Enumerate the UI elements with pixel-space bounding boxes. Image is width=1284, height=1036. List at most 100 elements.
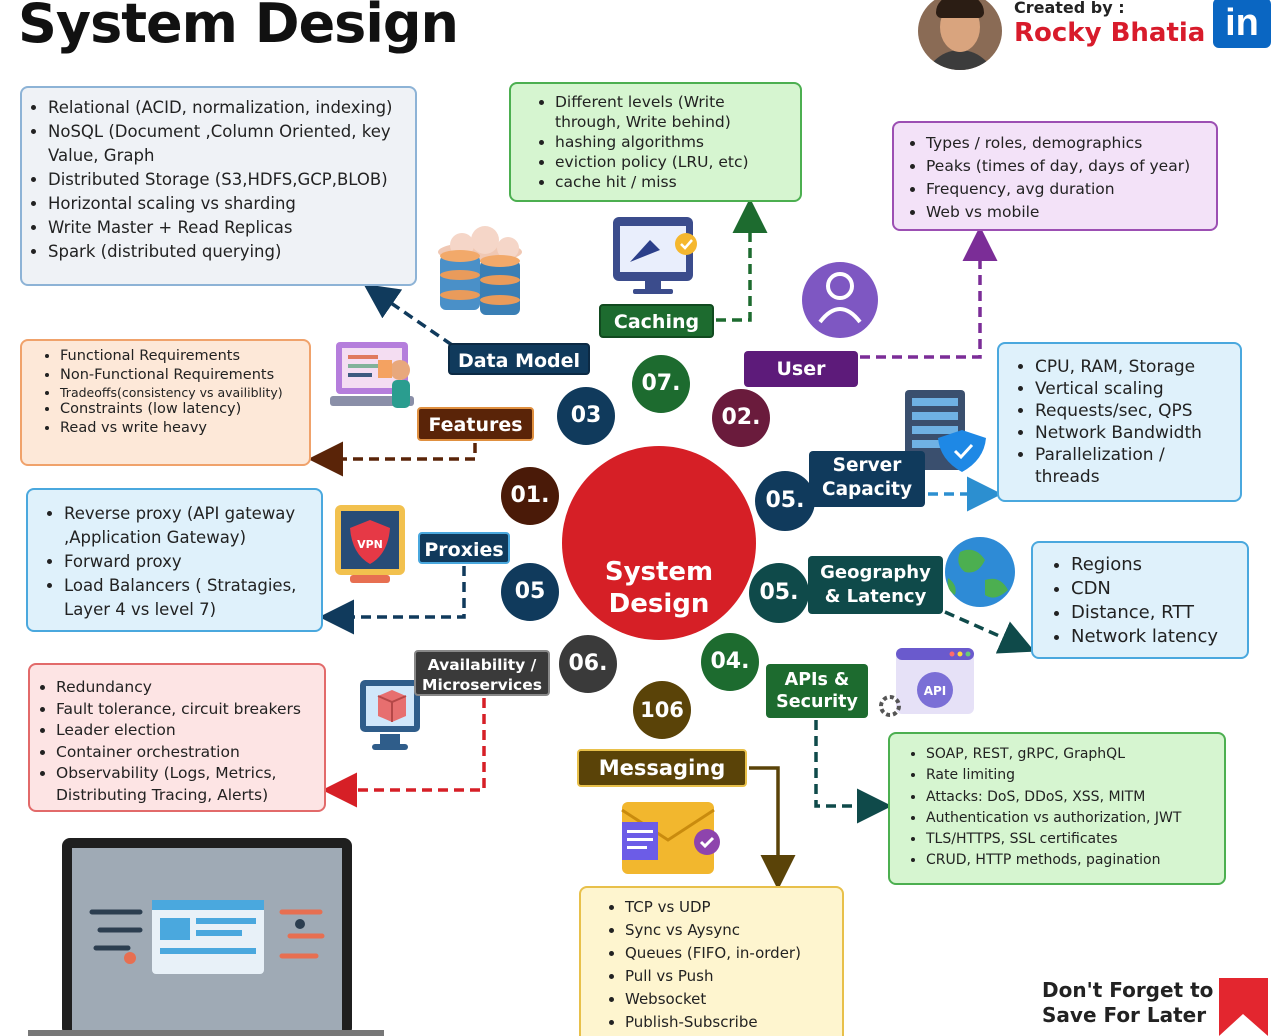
label-server-capacity: Server Capacity	[809, 451, 925, 507]
list-item: Types / roles, demographics	[926, 132, 1210, 155]
list-item: CPU, RAM, Storage	[1035, 356, 1234, 378]
list-item: Fault tolerance, circuit breakers	[56, 699, 318, 721]
list-item: Frequency, avg duration	[926, 178, 1210, 201]
list-item: Redundancy	[56, 677, 318, 699]
monitor-checklist-icon	[613, 217, 697, 294]
badge-02: 02.	[712, 389, 770, 447]
list-item: Horizontal scaling vs sharding	[48, 192, 407, 216]
list-item: Forward proxy	[64, 550, 315, 574]
list-item: Functional Requirements	[60, 347, 303, 366]
badge-05-geography: 05.	[749, 563, 809, 623]
list-item: cache hit / miss	[555, 172, 794, 192]
save-note-line2: Save For Later	[1042, 1003, 1207, 1027]
list-item: Peaks (times of day, days of year)	[926, 155, 1210, 178]
badge-05-server: 05.	[755, 471, 815, 531]
globe-icon	[945, 537, 1015, 607]
badge-106: 106	[633, 681, 691, 739]
label-geography-latency: Geography & Latency	[808, 556, 943, 614]
user-avatar-icon	[802, 262, 878, 338]
list-item: SOAP, REST, gRPC, GraphQL	[926, 744, 1218, 765]
label-user: User	[744, 351, 858, 387]
arrow-geography	[944, 610, 1035, 654]
list-item: Network Bandwidth	[1035, 422, 1234, 444]
list-item: Container orchestration	[56, 742, 318, 764]
list-item: NoSQL (Document ,Column Oriented, key Va…	[48, 120, 407, 168]
laptop-illustration-icon	[28, 838, 384, 1036]
list-item: Pull vs Push	[625, 965, 836, 988]
arrow-caching	[716, 198, 768, 322]
label-availability-microservices: Availability / Microservices	[414, 650, 550, 696]
arrow-messaging	[749, 766, 796, 890]
database-stack-icon	[438, 226, 522, 315]
list-item: Load Balancers ( Stratagies, Layer 4 vs …	[64, 574, 315, 622]
geography-details: Regions CDN Distance, RTT Network latenc…	[1031, 541, 1249, 659]
list-item: eviction policy (LRU, etc)	[555, 152, 794, 172]
svg-text:API: API	[924, 684, 947, 698]
user-details: Types / roles, demographics Peaks (times…	[892, 121, 1218, 231]
list-item: Constraints (low latency)	[60, 400, 303, 419]
label-messaging: Messaging	[577, 749, 747, 787]
svg-text:VPN: VPN	[357, 538, 383, 551]
list-item: Read vs write heavy	[60, 419, 303, 438]
arrow-proxies	[319, 566, 466, 635]
api-gear-icon: API	[879, 648, 974, 717]
list-item: Regions	[1071, 553, 1241, 577]
label-caching: Caching	[599, 304, 714, 338]
list-item: Attacks: DoS, DDoS, XSS, MITM	[926, 787, 1218, 808]
linkedin-icon[interactable]: in	[1213, 0, 1271, 48]
caching-details: Different levels (Write through, Write b…	[509, 82, 802, 202]
author-avatar	[918, 0, 1002, 70]
list-item: Web vs mobile	[926, 201, 1210, 224]
list-item: Authentication vs authorization, JWT	[926, 808, 1218, 829]
messaging-details: TCP vs UDP Sync vs Aysync Queues (FIFO, …	[579, 886, 844, 1036]
developer-workspace-icon	[330, 342, 414, 408]
save-note-line1: Don't Forget to	[1042, 978, 1214, 1002]
list-item: Publish-Subscribe	[625, 1011, 836, 1034]
apis-security-details: SOAP, REST, gRPC, GraphQL Rate limiting …	[888, 732, 1226, 885]
list-item: Non-Functional Requirements	[60, 366, 303, 385]
list-item: Relational (ACID, normalization, indexin…	[48, 96, 407, 120]
label-apis-line2: Security	[776, 692, 858, 712]
features-details: Functional Requirements Non-Functional R…	[20, 339, 311, 466]
badge-06: 06.	[559, 635, 617, 693]
badge-01: 01.	[501, 467, 559, 525]
label-geography-line1: Geography	[820, 562, 931, 583]
system-design-hub	[562, 446, 756, 640]
list-item: CRUD, HTTP methods, pagination	[926, 850, 1218, 871]
list-item: Write Master + Read Replicas	[48, 216, 407, 240]
label-apis-line1: APIs &	[784, 670, 850, 690]
arrow-user	[860, 226, 998, 359]
list-item: Queues (FIFO, in-order)	[625, 942, 836, 965]
list-item: Observability (Logs, Metrics, Distributi…	[56, 763, 318, 806]
list-item: CDN	[1071, 577, 1241, 601]
server-capacity-details: CPU, RAM, Storage Vertical scaling Reque…	[997, 342, 1242, 502]
list-item: Parallelization / threads	[1035, 444, 1234, 488]
hub-label: System Design	[562, 556, 756, 620]
label-data-model: Data Model	[448, 343, 590, 375]
availability-details: Redundancy Fault tolerance, circuit brea…	[28, 663, 326, 812]
hub-label-line2: Design	[608, 589, 710, 619]
badge-05-proxies: 05	[501, 563, 559, 621]
save-for-later-note: Don't Forget to Save For Later	[1042, 978, 1213, 1028]
page-title: System Design	[18, 0, 459, 55]
proxies-details: Reverse proxy (API gateway ,Application …	[26, 488, 323, 632]
list-item: hashing algorithms	[555, 132, 794, 152]
label-availability-line1: Availability /	[427, 656, 537, 674]
label-proxies: Proxies	[418, 532, 510, 564]
server-rack-shield-icon	[905, 390, 986, 472]
label-apis-security: APIs & Security	[766, 664, 868, 718]
list-item: Tradeoffs(consistency vs availiblity)	[60, 385, 303, 400]
badge-03: 03	[557, 387, 615, 445]
list-item: Websocket	[625, 988, 836, 1011]
created-by-label: Created by :	[1014, 0, 1125, 17]
data-model-details: Relational (ACID, normalization, indexin…	[20, 86, 417, 286]
list-item: Network latency	[1071, 625, 1241, 649]
list-item: Sync vs Aysync	[625, 919, 836, 942]
label-geography-line2: & Latency	[824, 586, 927, 607]
vpn-shield-icon: VPN	[335, 505, 405, 583]
hub-label-line1: System	[604, 557, 714, 587]
list-item: Distance, RTT	[1071, 601, 1241, 625]
list-item: Distributed Storage (S3,HDFS,GCP,BLOB)	[48, 168, 407, 192]
author-name: Rocky Bhatia	[1014, 18, 1206, 48]
